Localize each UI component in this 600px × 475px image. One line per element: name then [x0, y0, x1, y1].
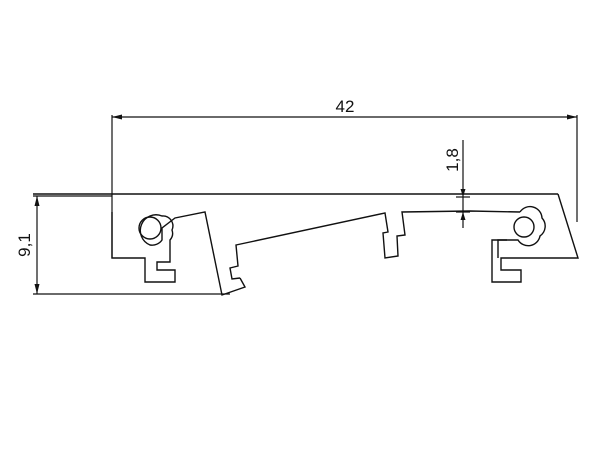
profile-right-inner — [497, 239, 507, 258]
height-dimension-label: 9,1 — [15, 233, 34, 257]
thickness-dimension-label: 1,8 — [443, 148, 462, 172]
height-arrow-bottom — [34, 284, 40, 294]
left-screw-channel — [138, 216, 162, 240]
profile-right-section — [491, 193, 579, 283]
height-arrow-top — [34, 196, 40, 206]
width-dimension-label: 42 — [336, 97, 355, 116]
profile-center-web — [229, 210, 521, 280]
width-arrow-right — [567, 114, 577, 120]
thickness-arrow-bottom — [460, 212, 466, 220]
thickness-arrow-top — [460, 189, 466, 197]
width-dimension: 42 — [111, 97, 578, 258]
thickness-dimension: 1,8 — [443, 140, 470, 228]
profile-left-section — [111, 211, 247, 296]
right-screw-channel — [513, 216, 535, 238]
width-arrow-left — [112, 114, 122, 120]
height-dimension: 9,1 — [15, 195, 230, 295]
